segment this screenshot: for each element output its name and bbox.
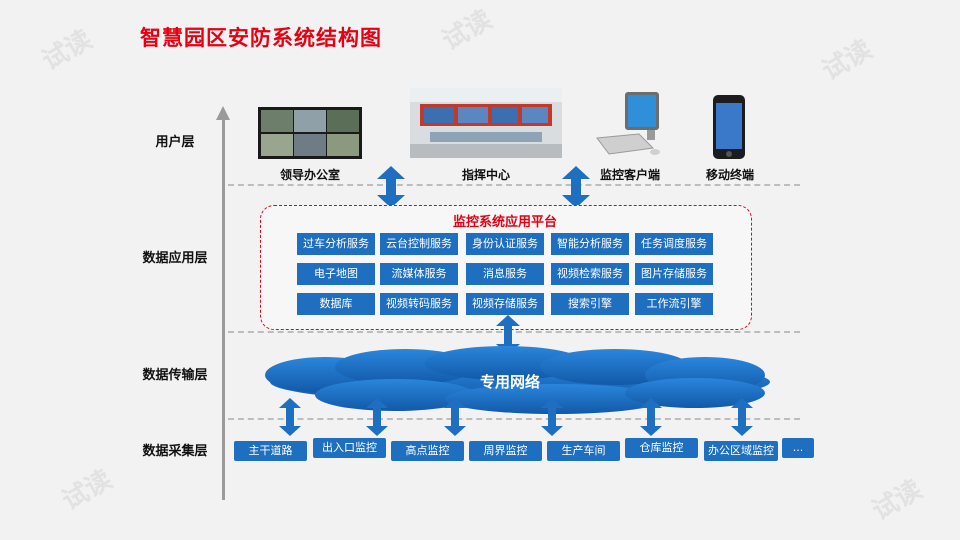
layer-label-collect: 数据采集层 xyxy=(142,444,208,459)
command-center-icon xyxy=(410,88,562,158)
source-box: 生产车间 xyxy=(547,441,620,461)
service-box: 消息服务 xyxy=(466,263,544,285)
service-box: 工作流引擎 xyxy=(635,293,713,315)
layer-label-transport: 数据传输层 xyxy=(142,368,208,383)
network-label: 专用网络 xyxy=(479,373,540,391)
double-arrow xyxy=(444,398,466,436)
vertical-axis xyxy=(222,118,225,500)
watermark: 试读 xyxy=(817,34,878,87)
double-arrow xyxy=(640,398,662,436)
service-box: 搜索引擎 xyxy=(551,293,629,315)
source-box: 仓库监控 xyxy=(625,438,698,458)
watermark: 试读 xyxy=(437,4,498,57)
service-box: 智能分析服务 xyxy=(551,233,629,255)
layer-separator xyxy=(228,418,800,420)
source-box: 周界监控 xyxy=(469,441,542,461)
page-title: 智慧园区安防系统结构图 xyxy=(140,26,382,50)
video-wall-icon xyxy=(258,107,362,159)
device-label: 指挥中心 xyxy=(461,168,510,182)
source-box: ... xyxy=(782,438,814,458)
layer-label-app: 数据应用层 xyxy=(142,251,208,266)
service-box: 电子地图 xyxy=(297,263,375,285)
double-arrow xyxy=(731,398,753,436)
service-box: 流媒体服务 xyxy=(380,263,458,285)
source-box: 办公区域监控 xyxy=(704,441,778,461)
service-box: 过车分析服务 xyxy=(297,233,375,255)
source-box: 出入口监控 xyxy=(313,438,386,458)
smartphone-icon xyxy=(713,95,745,159)
watermark: 试读 xyxy=(867,474,928,527)
double-arrow xyxy=(366,398,388,436)
double-arrow xyxy=(377,166,405,208)
source-box: 高点监控 xyxy=(391,441,464,461)
source-box: 主干道路 xyxy=(234,441,307,461)
double-arrow xyxy=(496,315,520,355)
service-box: 任务调度服务 xyxy=(635,233,713,255)
service-box: 数据库 xyxy=(297,293,375,315)
double-arrow xyxy=(562,166,590,208)
device-label: 监控客户端 xyxy=(599,168,660,182)
desktop-computer-icon xyxy=(596,92,660,155)
double-arrow xyxy=(279,398,301,436)
layer-label-user: 用户层 xyxy=(155,135,195,150)
double-arrow xyxy=(541,398,563,436)
watermark: 试读 xyxy=(37,24,98,77)
service-box: 图片存储服务 xyxy=(635,263,713,285)
service-box: 身份认证服务 xyxy=(466,233,544,255)
platform-title: 监控系统应用平台 xyxy=(452,215,557,230)
axis-arrow-head xyxy=(216,106,230,120)
service-box: 视频存储服务 xyxy=(466,293,544,315)
device-label: 移动终端 xyxy=(705,168,754,182)
service-box: 视频检索服务 xyxy=(551,263,629,285)
layer-separator xyxy=(228,331,800,333)
network-cloud-icon xyxy=(265,346,770,414)
layer-separator xyxy=(228,184,800,186)
device-label: 领导办公室 xyxy=(279,168,340,182)
service-box: 云台控制服务 xyxy=(380,233,458,255)
service-box: 视频转码服务 xyxy=(380,293,458,315)
watermark: 试读 xyxy=(57,464,118,517)
